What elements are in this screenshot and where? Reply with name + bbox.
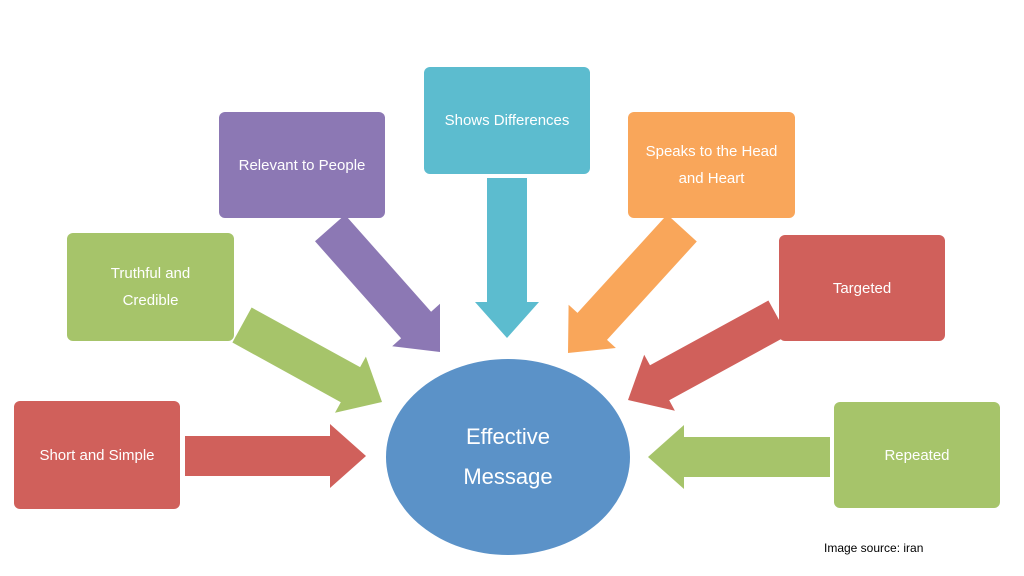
arrow-repeated: [648, 425, 830, 489]
arrow-short-and-simple: [185, 424, 366, 488]
box-label: Shows Differences: [444, 112, 570, 129]
box-label: Short and Simple: [39, 446, 155, 464]
box-short-and-simple: Short and Simple: [14, 401, 180, 509]
box-speaks-to-head-and-heart: Speaks to the Head and Heart: [628, 112, 795, 218]
box-relevant-to-people: Relevant to People: [219, 112, 385, 218]
box-truthful-and-credible: Truthful and Credible: [67, 233, 234, 341]
arrow-shows-differences: [475, 178, 539, 338]
box-label: Relevant to People: [238, 156, 366, 174]
arrow-speaks-to-head-and-heart: [568, 214, 697, 353]
box-targeted: Targeted: [779, 235, 945, 341]
box-repeated: Repeated: [834, 402, 1000, 508]
image-source-caption: Image source: iran: [824, 541, 924, 555]
box-label: Truthful and Credible: [110, 265, 191, 309]
box-label: Targeted: [832, 279, 892, 297]
arrow-relevant-to-people: [315, 214, 440, 352]
center-label: Effective Message: [463, 424, 553, 489]
arrow-targeted: [628, 300, 788, 411]
arrow-truthful-and-credible: [232, 307, 382, 413]
box-label: Speaks to the Head and Heart: [645, 143, 778, 187]
box-shows-differences: Shows Differences: [424, 67, 590, 174]
center-effective-message: Effective Message: [386, 359, 630, 555]
box-label: Repeated: [884, 446, 950, 464]
